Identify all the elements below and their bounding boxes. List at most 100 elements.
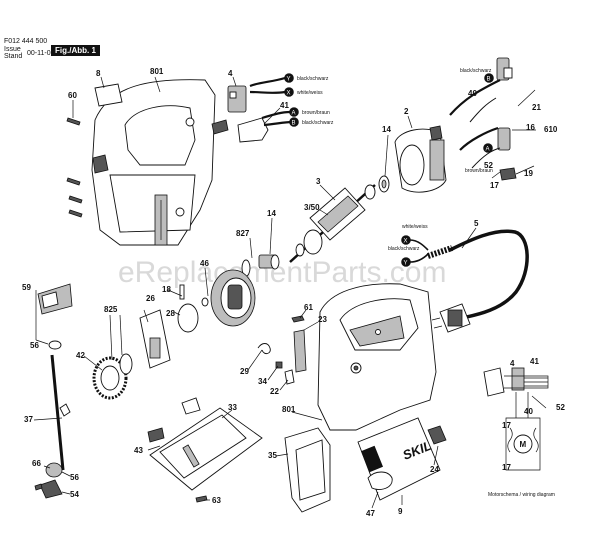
svg-text:66: 66 bbox=[32, 459, 41, 468]
svg-text:33: 33 bbox=[228, 403, 237, 412]
svg-text:Y: Y bbox=[287, 77, 291, 83]
counterweight bbox=[139, 309, 171, 369]
drive-gear bbox=[92, 353, 133, 400]
ring-and-pin bbox=[177, 284, 209, 333]
svg-text:46: 46 bbox=[200, 259, 209, 268]
wire-label-white-top: white/weiss bbox=[297, 90, 323, 96]
wire-label-white-cord: white/weiss bbox=[402, 224, 428, 230]
field-coil bbox=[394, 125, 447, 193]
svg-text:26: 26 bbox=[146, 294, 155, 303]
svg-text:4: 4 bbox=[228, 69, 233, 78]
svg-text:827: 827 bbox=[236, 229, 250, 238]
armature bbox=[289, 184, 376, 263]
svg-text:801: 801 bbox=[150, 67, 164, 76]
svg-text:3: 3 bbox=[316, 177, 321, 186]
label-plate bbox=[94, 83, 123, 107]
svg-text:21: 21 bbox=[532, 103, 541, 112]
housing-half-right bbox=[317, 283, 437, 431]
svg-text:28: 28 bbox=[166, 309, 175, 318]
callout-numbers: 8 801 4 60 41 40 2 19 610 21 16 52 17 14… bbox=[22, 67, 565, 518]
svg-text:61: 61 bbox=[304, 303, 313, 312]
base-plate bbox=[147, 397, 263, 503]
svg-text:X: X bbox=[287, 91, 291, 97]
svg-text:35: 35 bbox=[268, 451, 277, 460]
housing-half-left bbox=[91, 79, 216, 246]
svg-text:X: X bbox=[404, 239, 408, 245]
trigger-parts bbox=[257, 315, 307, 385]
svg-text:52: 52 bbox=[484, 161, 493, 170]
svg-text:19: 19 bbox=[524, 169, 533, 178]
svg-text:18: 18 bbox=[162, 285, 171, 294]
wire-markers-right: B A bbox=[483, 73, 494, 153]
issue-date: 00-11-07 bbox=[27, 50, 55, 57]
svg-text:17: 17 bbox=[502, 421, 511, 430]
svg-text:5: 5 bbox=[474, 219, 479, 228]
svg-text:610: 610 bbox=[544, 125, 558, 134]
svg-text:56: 56 bbox=[30, 341, 39, 350]
wiring-inset: M bbox=[483, 367, 549, 471]
svg-text:A: A bbox=[292, 111, 296, 117]
figure-label: Fig./Abb. 1 bbox=[51, 45, 100, 56]
svg-text:24: 24 bbox=[430, 465, 439, 474]
svg-text:52: 52 bbox=[556, 403, 565, 412]
issue-label: Issue bbox=[4, 46, 21, 53]
svg-text:9: 9 bbox=[398, 507, 403, 516]
screws bbox=[66, 117, 83, 218]
wire-markers-cord: X Y bbox=[401, 235, 411, 267]
rating-label: SKIL bbox=[357, 417, 441, 501]
bearing-upper bbox=[378, 175, 390, 193]
svg-text:3/50: 3/50 bbox=[304, 203, 320, 212]
leader-lines bbox=[33, 76, 547, 509]
svg-text:59: 59 bbox=[22, 283, 31, 292]
plunger-rod bbox=[34, 340, 71, 499]
motor-symbol: M bbox=[520, 440, 527, 449]
blade-guard bbox=[284, 427, 331, 513]
svg-text:40: 40 bbox=[524, 407, 533, 416]
svg-text:54: 54 bbox=[70, 490, 79, 499]
svg-text:16: 16 bbox=[526, 123, 535, 132]
svg-text:B: B bbox=[292, 121, 296, 127]
svg-text:47: 47 bbox=[366, 509, 375, 518]
svg-text:14: 14 bbox=[382, 125, 391, 134]
svg-text:17: 17 bbox=[502, 463, 511, 472]
switch-lever bbox=[427, 425, 447, 445]
eccentric-gear bbox=[210, 269, 256, 327]
svg-text:8: 8 bbox=[96, 69, 101, 78]
svg-text:41: 41 bbox=[280, 101, 289, 110]
svg-text:23: 23 bbox=[318, 315, 327, 324]
stand-label: Stand bbox=[4, 53, 23, 60]
svg-text:40: 40 bbox=[468, 89, 477, 98]
wire-label-brown-mid: brown/braun bbox=[302, 110, 330, 116]
brush-holders bbox=[449, 57, 517, 181]
wire-label-brown-right: brown/braun bbox=[465, 168, 493, 174]
bearing-and-gears bbox=[241, 254, 280, 277]
wire-label-black-top: black/schwarz bbox=[297, 76, 329, 82]
svg-text:A: A bbox=[486, 147, 490, 153]
svg-text:34: 34 bbox=[258, 377, 267, 386]
svg-text:60: 60 bbox=[68, 91, 77, 100]
svg-text:17: 17 bbox=[490, 181, 499, 190]
svg-text:43: 43 bbox=[134, 446, 143, 455]
power-cord bbox=[409, 229, 529, 333]
wire-label-black-right: black/schwarz bbox=[460, 68, 492, 74]
svg-text:14: 14 bbox=[267, 209, 276, 218]
svg-text:56: 56 bbox=[70, 473, 79, 482]
svg-text:37: 37 bbox=[24, 415, 33, 424]
wire-markers-top: Y X A B bbox=[284, 73, 299, 127]
svg-text:2: 2 bbox=[404, 107, 409, 116]
wire-label-black-cord: black/schwarz bbox=[388, 246, 420, 252]
svg-text:63: 63 bbox=[212, 496, 221, 505]
svg-text:41: 41 bbox=[530, 357, 539, 366]
switch-assembly bbox=[211, 85, 269, 143]
svg-text:825: 825 bbox=[104, 305, 118, 314]
svg-text:Y: Y bbox=[404, 261, 408, 267]
wire-label-black-mid: black/schwarz bbox=[302, 120, 334, 126]
svg-text:29: 29 bbox=[240, 367, 249, 376]
doc-number: F012 444 500 bbox=[4, 38, 48, 45]
svg-text:4: 4 bbox=[510, 359, 515, 368]
svg-text:42: 42 bbox=[76, 351, 85, 360]
inset-note: Motorschema / wiring diagram bbox=[488, 492, 555, 498]
svg-text:B: B bbox=[487, 77, 491, 83]
svg-text:22: 22 bbox=[270, 387, 279, 396]
